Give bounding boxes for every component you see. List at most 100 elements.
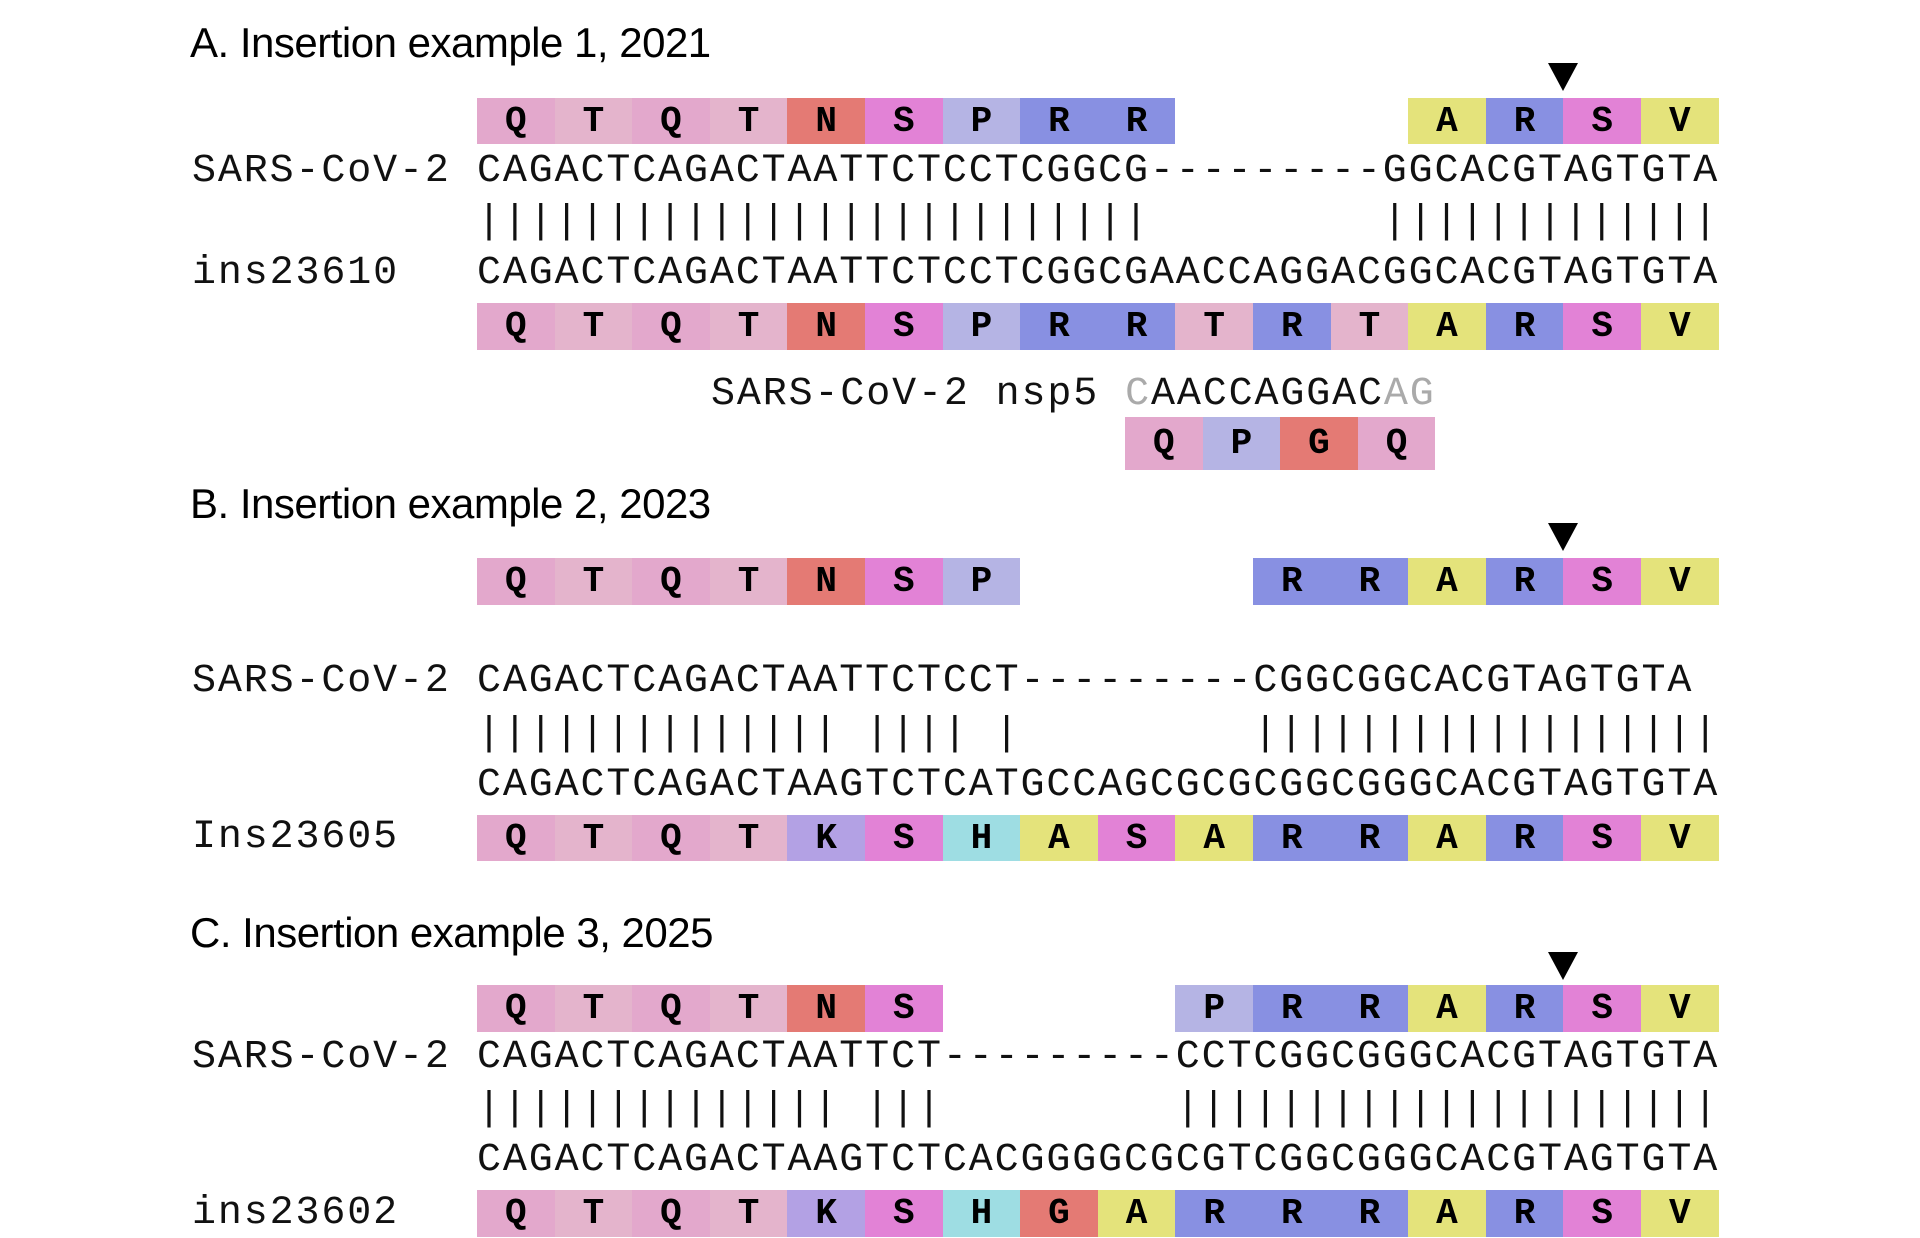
insertion-residue: R	[1485, 815, 1564, 861]
cleavage-site-marker-icon	[1548, 63, 1579, 91]
insertion-residue: R	[1020, 303, 1098, 350]
reference-residue: A	[1408, 98, 1486, 144]
insertion-residue: S	[1097, 815, 1176, 861]
insertion-residue: S	[1563, 1190, 1641, 1237]
alignment-match-line: |||||||||||||| ||| |||||||||||||||||||||	[477, 1087, 1720, 1132]
reference-sequence: CAGACTCAGACTAATTCT---------CCTCGGCGGGCAC…	[477, 1035, 1720, 1080]
reference-residue: A	[1408, 985, 1486, 1032]
reference-residue: T	[709, 985, 788, 1032]
source-residue: Q	[1125, 417, 1203, 470]
insertion-residue: V	[1641, 815, 1719, 861]
insertion-residue: T	[554, 303, 633, 350]
source-seq-flank: AG	[1383, 372, 1436, 417]
reference-residue: P	[942, 558, 1021, 605]
source-seq: AACCAGGAC	[1150, 372, 1384, 417]
insertion-residue: A	[1408, 1190, 1486, 1237]
insertion-residue: Q	[477, 815, 555, 861]
reference-residue: Q	[477, 985, 555, 1032]
insertion-residue: R	[1175, 1190, 1253, 1237]
reference-residue: S	[865, 98, 943, 144]
cleavage-site-marker-icon	[1548, 523, 1579, 551]
insertion-residue: R	[1330, 815, 1409, 861]
insertion-residue: R	[1097, 303, 1176, 350]
insertion-residue: S	[865, 1190, 943, 1237]
insertion-sequence: CAGACTCAGACTAAGTCTCATGCCAGCGCGCGGCGGGCAC…	[477, 763, 1720, 808]
source-residue: G	[1280, 417, 1358, 470]
reference-residue: S	[865, 558, 943, 605]
reference-residue: V	[1641, 558, 1719, 605]
reference-residue: R	[1485, 985, 1564, 1032]
cleavage-site-marker-icon	[1548, 952, 1579, 980]
insertion-residue: V	[1641, 1190, 1719, 1237]
insertion-residue: A	[1408, 303, 1486, 350]
reference-residue: Q	[477, 558, 555, 605]
insertion-residue: S	[1563, 815, 1641, 861]
insertion-residue: T	[709, 1190, 788, 1237]
insertion-residue: T	[554, 1190, 633, 1237]
insertion-residue: A	[1020, 815, 1098, 861]
insertion-residue: R	[1330, 1190, 1409, 1237]
reference-residue: T	[554, 558, 633, 605]
insertion-residue: A	[1408, 815, 1486, 861]
reference-sequence: CAGACTCAGACTAATTCTCCTCGGCG---------GGCAC…	[477, 149, 1720, 194]
reference-residue: P	[942, 98, 1021, 144]
reference-residue: S	[1563, 985, 1641, 1032]
reference-residue: T	[554, 98, 633, 144]
reference-residue: R	[1253, 985, 1331, 1032]
reference-residue: A	[1408, 558, 1486, 605]
insertion-residue: R	[1253, 815, 1331, 861]
insertion-residue: S	[865, 303, 943, 350]
insertion-residue: H	[942, 1190, 1021, 1237]
reference-residue: T	[554, 985, 633, 1032]
insertion-residue: Q	[477, 303, 555, 350]
insertion-residue: R	[1485, 303, 1564, 350]
reference-residue: R	[1330, 985, 1409, 1032]
reference-residue: R	[1097, 98, 1176, 144]
reference-residue: Q	[477, 98, 555, 144]
insertion-residue: A	[1175, 815, 1253, 861]
reference-residue: V	[1641, 98, 1719, 144]
reference-residue: N	[787, 985, 865, 1032]
reference-sequence: CAGACTCAGACTAATTCTCCT---------CGGCGGCACG…	[477, 659, 1694, 704]
insertion-residue: Q	[632, 303, 710, 350]
insertion-residue: A	[1097, 1190, 1176, 1237]
source-sequence-row: SARS-CoV-2 nsp5 CAACCAGGACAG	[711, 375, 1436, 415]
source-seq-flank: C	[1125, 372, 1151, 417]
reference-residue: V	[1641, 985, 1719, 1032]
insertion-residue: T	[554, 815, 633, 861]
reference-residue: R	[1485, 558, 1564, 605]
source-residue: P	[1202, 417, 1281, 470]
alignment-match-line: |||||||||||||| |||| | ||||||||||||||||||	[477, 712, 1720, 757]
reference-residue: Q	[632, 558, 710, 605]
reference-residue: T	[709, 98, 788, 144]
reference-residue: T	[709, 558, 788, 605]
insertion-residue: G	[1020, 1190, 1098, 1237]
insertion-residue: R	[1253, 1190, 1331, 1237]
reference-residue: Q	[632, 985, 710, 1032]
reference-residue: R	[1485, 98, 1564, 144]
panel-title: B. Insertion example 2, 2023	[190, 480, 711, 527]
insertion-residue: S	[865, 815, 943, 861]
insertion-residue: Q	[632, 1190, 710, 1237]
insertion-residue: N	[787, 303, 865, 350]
reference-residue: P	[1175, 985, 1253, 1032]
insertion-residue: R	[1485, 1190, 1564, 1237]
insertion-residue: T	[709, 303, 788, 350]
insertion-residue: T	[1330, 303, 1409, 350]
reference-residue: Q	[632, 98, 710, 144]
reference-residue: N	[787, 98, 865, 144]
insertion-residue: Q	[632, 815, 710, 861]
source-label: SARS-CoV-2 nsp5	[711, 372, 1100, 417]
reference-residue: S	[1563, 98, 1641, 144]
insertion-label: ins23610	[192, 251, 400, 296]
insertion-sequence: CAGACTCAGACTAATTCTCCTCGGCGAACCAGGACGGCAC…	[477, 251, 1720, 296]
reference-residue: S	[865, 985, 943, 1032]
reference-residue: R	[1020, 98, 1098, 144]
insertion-residue: K	[787, 1190, 865, 1237]
insertion-residue: T	[1175, 303, 1253, 350]
reference-residue: N	[787, 558, 865, 605]
alignment-match-line: |||||||||||||||||||||||||| |||||||||||||	[477, 200, 1720, 245]
panel-title: C. Insertion example 3, 2025	[190, 909, 713, 956]
insertion-residue: H	[942, 815, 1021, 861]
insertion-sequence: CAGACTCAGACTAAGTCTCACGGGGCGCGTCGGCGGGCAC…	[477, 1138, 1720, 1183]
